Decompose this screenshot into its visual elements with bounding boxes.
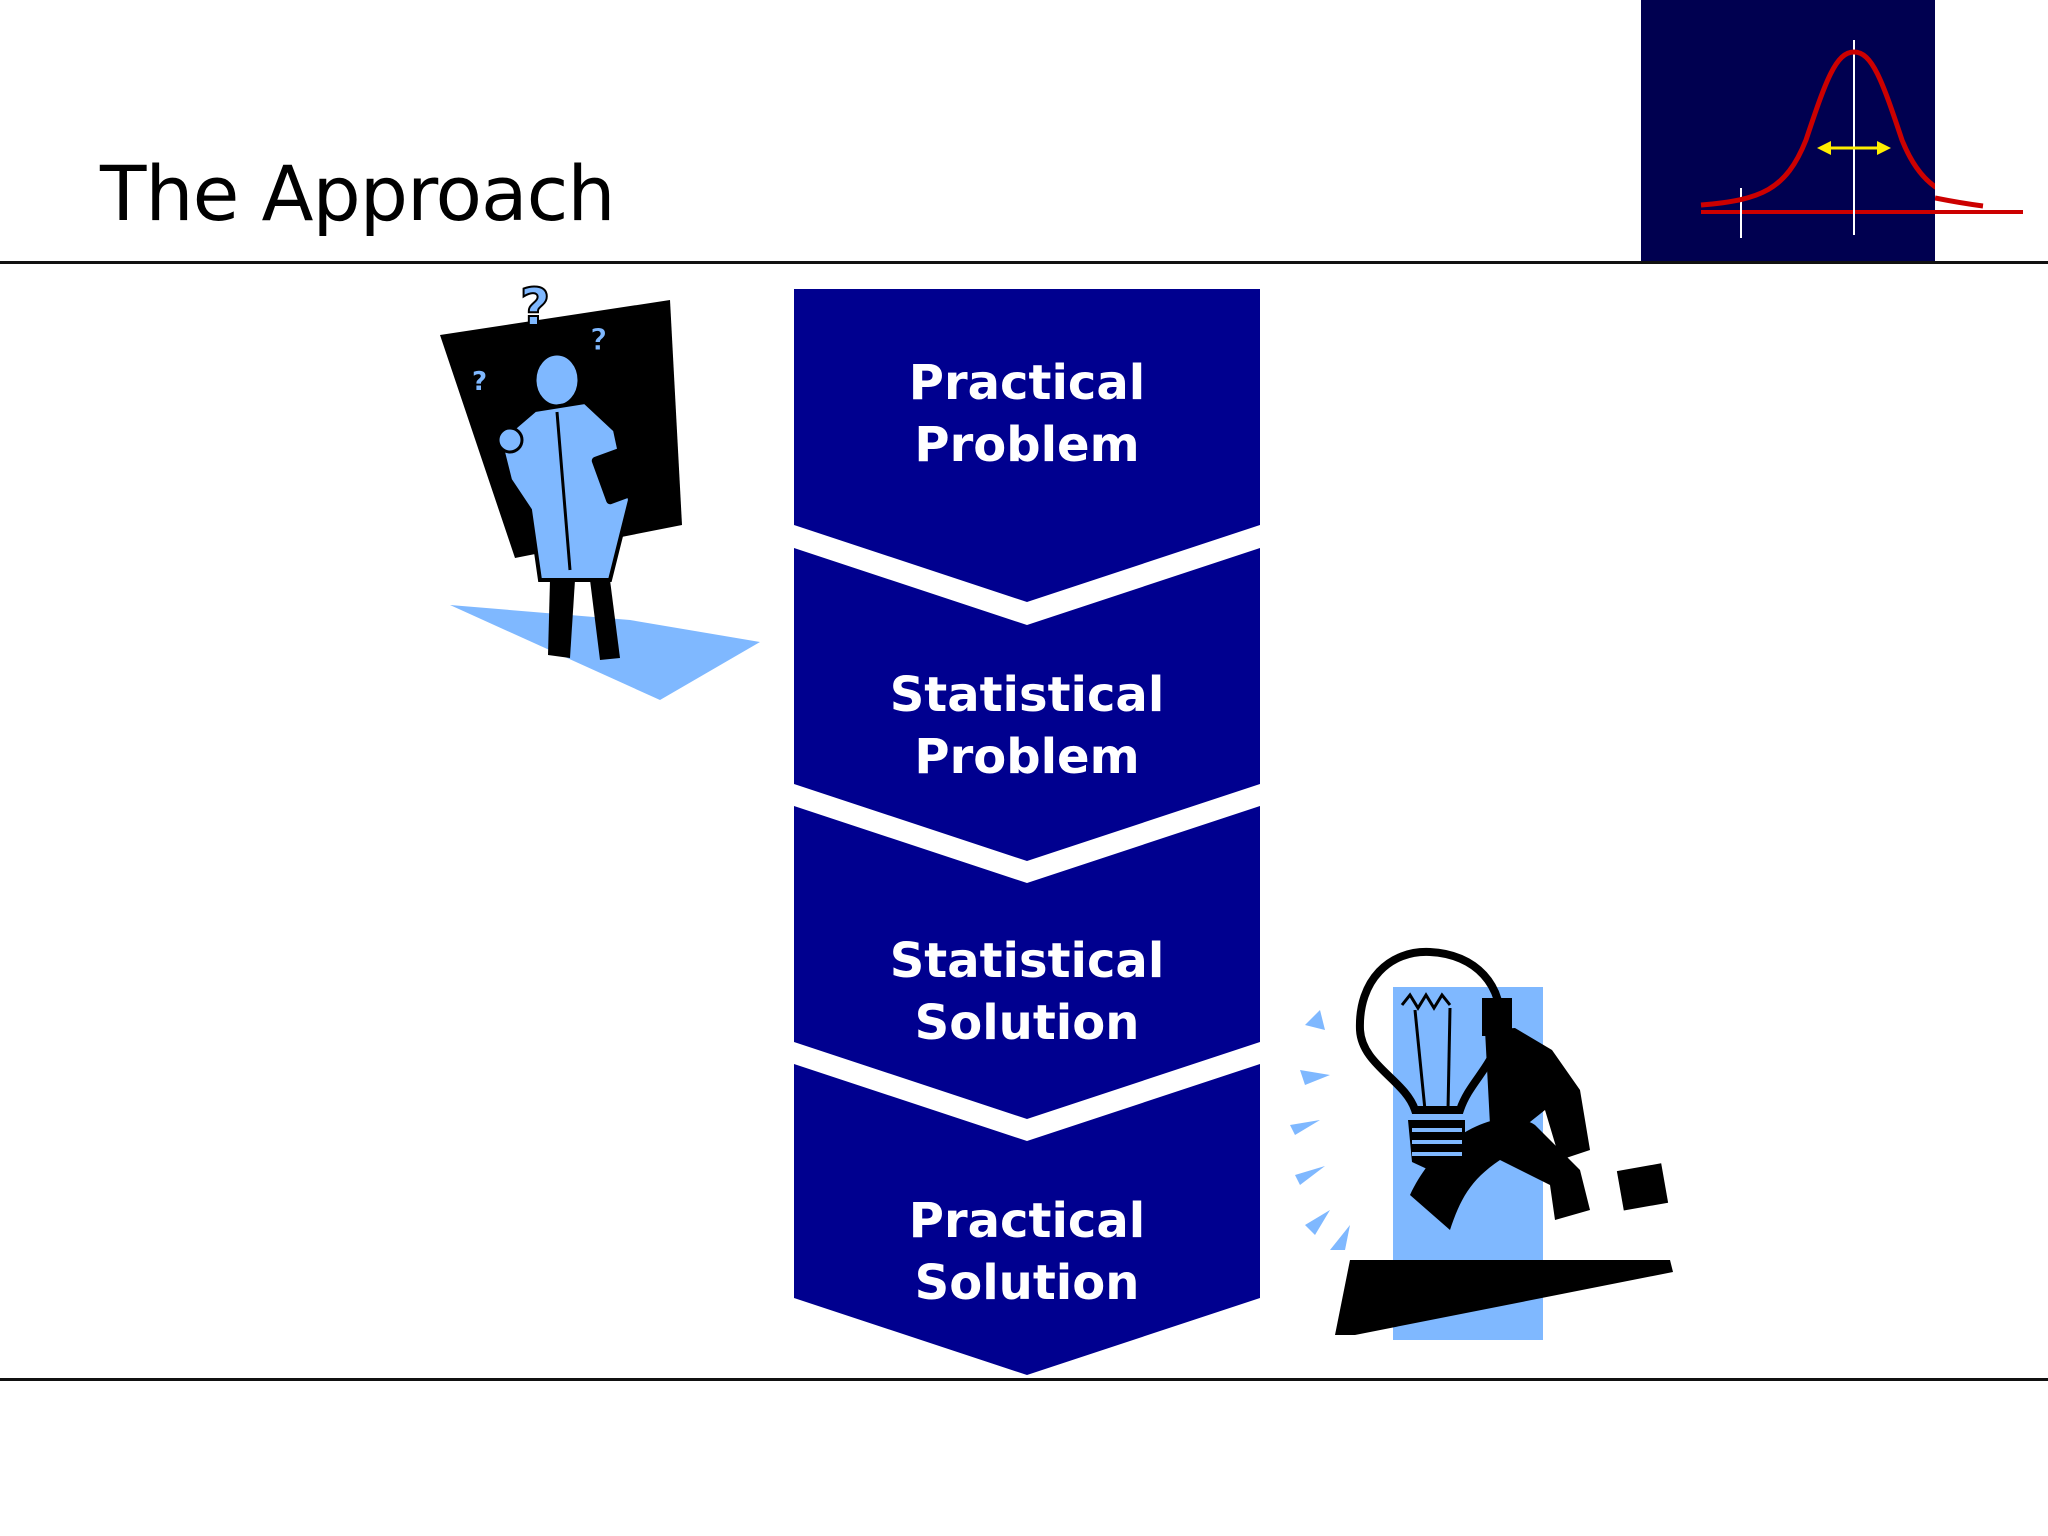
footer-divider xyxy=(0,1378,2048,1381)
chevron-step-2 xyxy=(794,548,1260,861)
svg-text:?: ? xyxy=(590,323,607,358)
normal-distribution-icon xyxy=(1641,0,1935,261)
step-label-practical-solution: Practical Solution xyxy=(908,1193,1146,1311)
svg-text:?: ? xyxy=(520,280,550,338)
logo-curve-tail xyxy=(1935,195,2023,214)
confused-scientist-icon: ? ? ? xyxy=(440,280,760,700)
chevron-step-1 xyxy=(794,289,1260,602)
chevron-step-3 xyxy=(794,806,1260,1119)
svg-text:?: ? xyxy=(472,367,487,397)
lightbulb-businessman-icon xyxy=(1290,947,1673,1340)
chevron-step-4 xyxy=(794,1064,1260,1375)
step-label-practical-problem: Practical Problem xyxy=(908,355,1146,473)
header-divider xyxy=(0,261,2048,264)
slide-title: The Approach xyxy=(100,149,616,238)
step-label-statistical-solution: Statistical Solution xyxy=(889,933,1165,1051)
step-label-statistical-problem: Statistical Problem xyxy=(889,667,1165,785)
